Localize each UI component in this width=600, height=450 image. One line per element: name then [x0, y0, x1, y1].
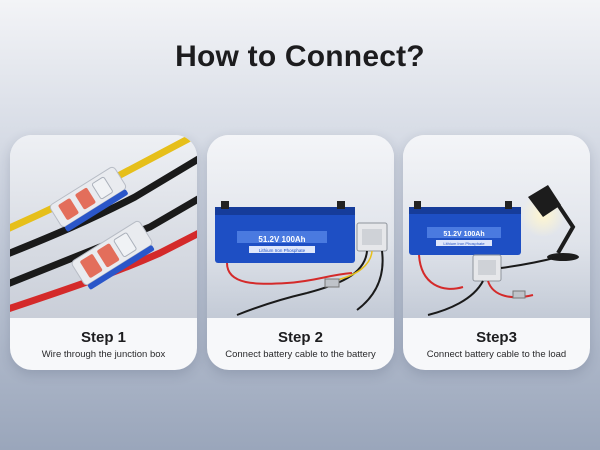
battery-chemistry-label: Lithium Iron Phosphate — [443, 241, 485, 246]
step-1-card: Step 1 Wire through the junction box — [10, 135, 197, 370]
battery-spec-label: 51.2V 100Ah — [258, 235, 305, 244]
battery-spec-label: 51.2V 100Ah — [443, 231, 484, 238]
battery-icon: 51.2V 100Ah Lithium Iron Phosphate — [215, 201, 355, 263]
battery-chemistry-label: Lithium Iron Phosphate — [259, 248, 306, 253]
step-3-description: Connect battery cable to the load — [426, 349, 567, 360]
step-3-card: 51.2V 100Ah Lithium Iron Phosphate Step3… — [403, 135, 590, 370]
step-1-description: Wire through the junction box — [41, 349, 166, 360]
step-1-title: Step 1 — [80, 329, 126, 346]
step-2-title: Step 2 — [277, 329, 323, 346]
step-2-card: 51.2V 100Ah Lithium Iron Phosphate Step … — [207, 135, 394, 370]
page-title: How to Connect? — [175, 40, 425, 73]
desk-lamp-icon — [521, 185, 579, 261]
battery-icon: 51.2V 100Ah Lithium Iron Phosphate — [409, 201, 521, 255]
step-3-title: Step3 — [476, 329, 517, 346]
battery-to-load-photo: 51.2V 100Ah Lithium Iron Phosphate — [403, 135, 590, 318]
junction-connector-photo — [10, 135, 197, 318]
step-2-description: Connect battery cable to the battery — [225, 349, 376, 360]
battery-to-converter-photo: 51.2V 100Ah Lithium Iron Phosphate — [207, 135, 394, 318]
